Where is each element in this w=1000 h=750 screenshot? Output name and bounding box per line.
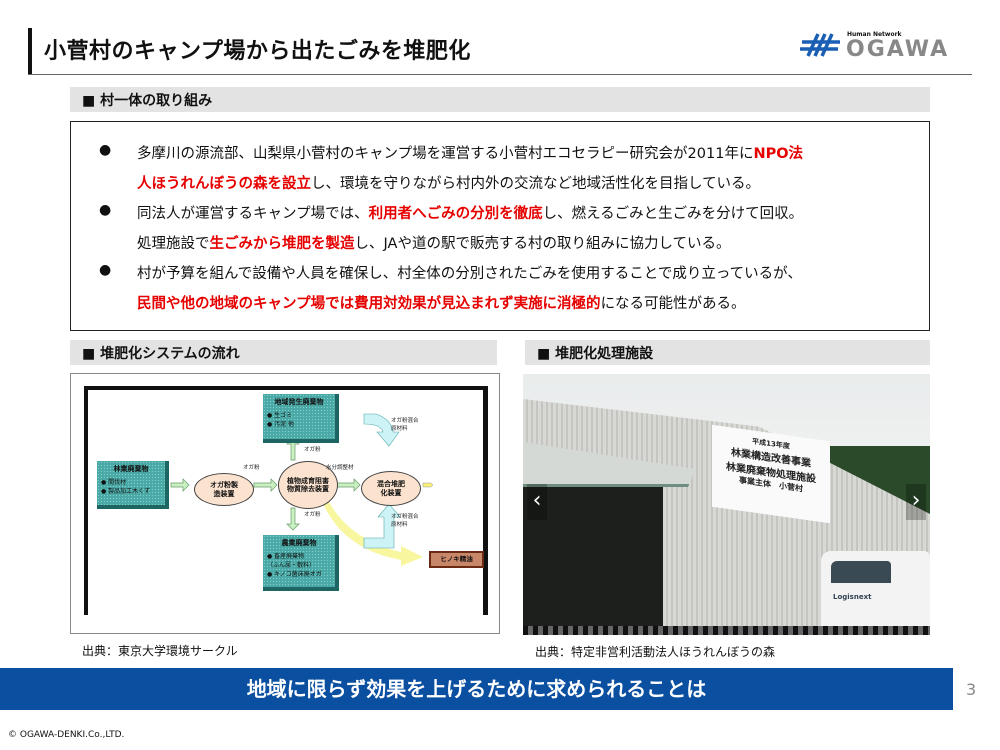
text-segment: 処理施設で <box>137 236 210 252</box>
building-doorway <box>523 464 663 629</box>
hinoki-oil-box: ヒノキ精油 <box>429 551 484 568</box>
conclusion-banner: 地域に限らず効果を上げるために求められることは <box>0 668 953 710</box>
label-moisture: 水分調整材 <box>326 465 354 471</box>
agricultural-waste-box: 農業廃棄物 ● 畜産廃棄物 （ふん尿・敷料） ● キノコ菌床廃オガ <box>263 535 339 591</box>
logo-name: OGAWA <box>846 37 950 62</box>
arrow-sawdust-to-removal <box>253 478 278 492</box>
text-segment: し、環境を守りながら村内外の交流など地域活性化を目指している。 <box>311 176 761 192</box>
arrow-forest-to-sawdust <box>170 478 190 492</box>
photo-pager-strip <box>523 626 930 635</box>
van: Logisnext <box>821 551 930 626</box>
section-heading-village: ■ 村一体の取り組み <box>70 87 930 112</box>
facility-photo: 平成13年度 林業構造改善事業 林業廃棄物処理施設 事業主体 小菅村 Logis… <box>523 374 930 635</box>
composting-flow-diagram: 林業廃棄物 ● 間伐材 ● 製品加工木くず 地域発生廃棄物 ● 生ゴミ ● 汚泥… <box>70 373 500 634</box>
regional-item: ● 汚泥 他 <box>267 421 295 428</box>
highlighted-text: 民間や他の地域のキャンプ場では費用対効果が見込まれず実施に消極的 <box>137 296 601 312</box>
bullet-text-line: 多摩川の源流部、山梨県小菅村のキャンプ場を運営する小菅村エコセラピー研究会が20… <box>137 142 803 163</box>
label-sawdust: オガ粉 <box>243 465 260 471</box>
compost-device: 混合堆肥化装置 <box>361 471 421 506</box>
logo-mark-icon <box>800 33 840 57</box>
label-sawdust-down: オガ粉 <box>304 512 321 518</box>
arrow-mixed-top <box>363 413 400 447</box>
highlighted-text: 利用者へごみの分別を徹底 <box>368 206 543 222</box>
van-logo-text: Logisnext <box>833 593 872 601</box>
initiative-box: ● 多摩川の源流部、山梨県小菅村のキャンプ場を運営する小菅村エコセラピー研究会が2… <box>70 121 930 331</box>
label-mixed-top: オガ粉混合原材料 <box>391 418 419 432</box>
agri-waste-title: 農業廃棄物 <box>281 539 317 547</box>
arrow-removal-to-compost <box>336 478 361 492</box>
forest-item: ● 間伐材 <box>101 479 127 486</box>
regional-item: ● 生ゴミ <box>267 412 293 419</box>
bullet-icon: ● <box>99 262 112 278</box>
text-segment: 同法人が運営するキャンプ場では、 <box>137 206 369 222</box>
diagram-source: 出典：東京大学環境サークル <box>82 644 238 658</box>
highlighted-text: 生ごみから堆肥を製造 <box>209 236 355 252</box>
arrow-compost-output <box>422 482 434 488</box>
bullet-text-line: 同法人が運営するキャンプ場では、利用者へごみの分別を徹底し、燃えるごみと生ごみを… <box>137 202 803 223</box>
bullet-icon: ● <box>99 142 112 158</box>
title-accent-bar <box>28 28 32 75</box>
sawdust-device: オガ粉製造装置 <box>194 473 254 506</box>
facility-sign: 平成13年度 林業構造改善事業 林業廃棄物処理施設 事業主体 小菅村 <box>712 424 830 524</box>
bullet-text-line: 人ほうれんぼうの森を設立し、環境を守りながら村内外の交流など地域活性化を目指して… <box>137 172 760 193</box>
arrow-mixed-bottom <box>363 503 401 549</box>
text-segment: し、燃えるごみと生ごみを分けて回収。 <box>542 206 804 222</box>
arrow-removal-to-agri <box>286 507 300 531</box>
text-segment: になる可能性がある。 <box>600 296 746 312</box>
page-number: 3 <box>966 680 977 699</box>
bullet-text-line: 民間や他の地域のキャンプ場では費用対効果が見込まれず実施に消極的になる可能性があ… <box>137 292 746 313</box>
title-divider <box>28 74 972 75</box>
agri-item: （ふん尿・敷料） <box>267 562 316 569</box>
bullet-text-line: 処理施設で生ごみから堆肥を製造し、JAや道の駅で販売する村の取り組みに協力してい… <box>137 232 731 253</box>
highlighted-text: NPO法 <box>753 146 804 162</box>
agri-item: ● キノコ菌床廃オガ <box>267 571 322 578</box>
copyright-footer: © OGAWA-DENKI.Co.,LTD. <box>8 730 125 740</box>
diagram-frame <box>84 386 488 615</box>
text-segment: 村が予算を組んで設備や人員を確保し、村全体の分別されたごみを使用することで成り立… <box>137 266 802 282</box>
agri-item: ● 畜産廃棄物 <box>267 553 305 560</box>
ogawa-logo: Human Network OGAWA <box>800 28 975 68</box>
highlighted-text: 人ほうれんぼうの森を設立 <box>137 176 311 192</box>
carousel-next-button[interactable]: › <box>906 484 926 520</box>
bullet-text-line: 村が予算を組んで設備や人員を確保し、村全体の分別されたごみを使用することで成り立… <box>137 262 802 283</box>
regional-waste-title: 地域発生廃棄物 <box>274 398 324 406</box>
arrow-to-oil <box>321 496 423 566</box>
section-heading-flow: ■ 堆肥化システムの流れ <box>70 340 497 365</box>
regional-waste-box: 地域発生廃棄物 ● 生ゴミ ● 汚泥 他 <box>263 394 339 443</box>
section-heading-facility: ■ 堆肥化処理施設 <box>525 340 930 365</box>
page-title: 小菅村のキャンプ場から出たごみを堆肥化 <box>44 39 471 64</box>
text-segment: し、JAや道の駅で販売する村の取り組みに協力している。 <box>354 236 731 252</box>
label-sawdust-up: オガ粉 <box>304 447 321 453</box>
forest-waste-title: 林業廃棄物 <box>113 465 149 473</box>
bullet-icon: ● <box>99 202 112 218</box>
carousel-prev-button[interactable]: ‹ <box>527 484 547 520</box>
photo-source: 出典：特定非営利活動法人ほうれんぼうの森 <box>535 645 776 659</box>
label-mixed-bottom: オガ粉混合原材料 <box>391 514 419 528</box>
inhibitor-removal-device: 植物成育阻害物質除去装置 <box>278 461 338 509</box>
forest-waste-box: 林業廃棄物 ● 間伐材 ● 製品加工木くず <box>97 461 169 509</box>
text-segment: 多摩川の源流部、山梨県小菅村のキャンプ場を運営する小菅村エコセラピー研究会が20… <box>137 146 754 162</box>
forest-item: ● 製品加工木くず <box>101 488 151 495</box>
logo-tagline: Human Network <box>847 31 902 38</box>
